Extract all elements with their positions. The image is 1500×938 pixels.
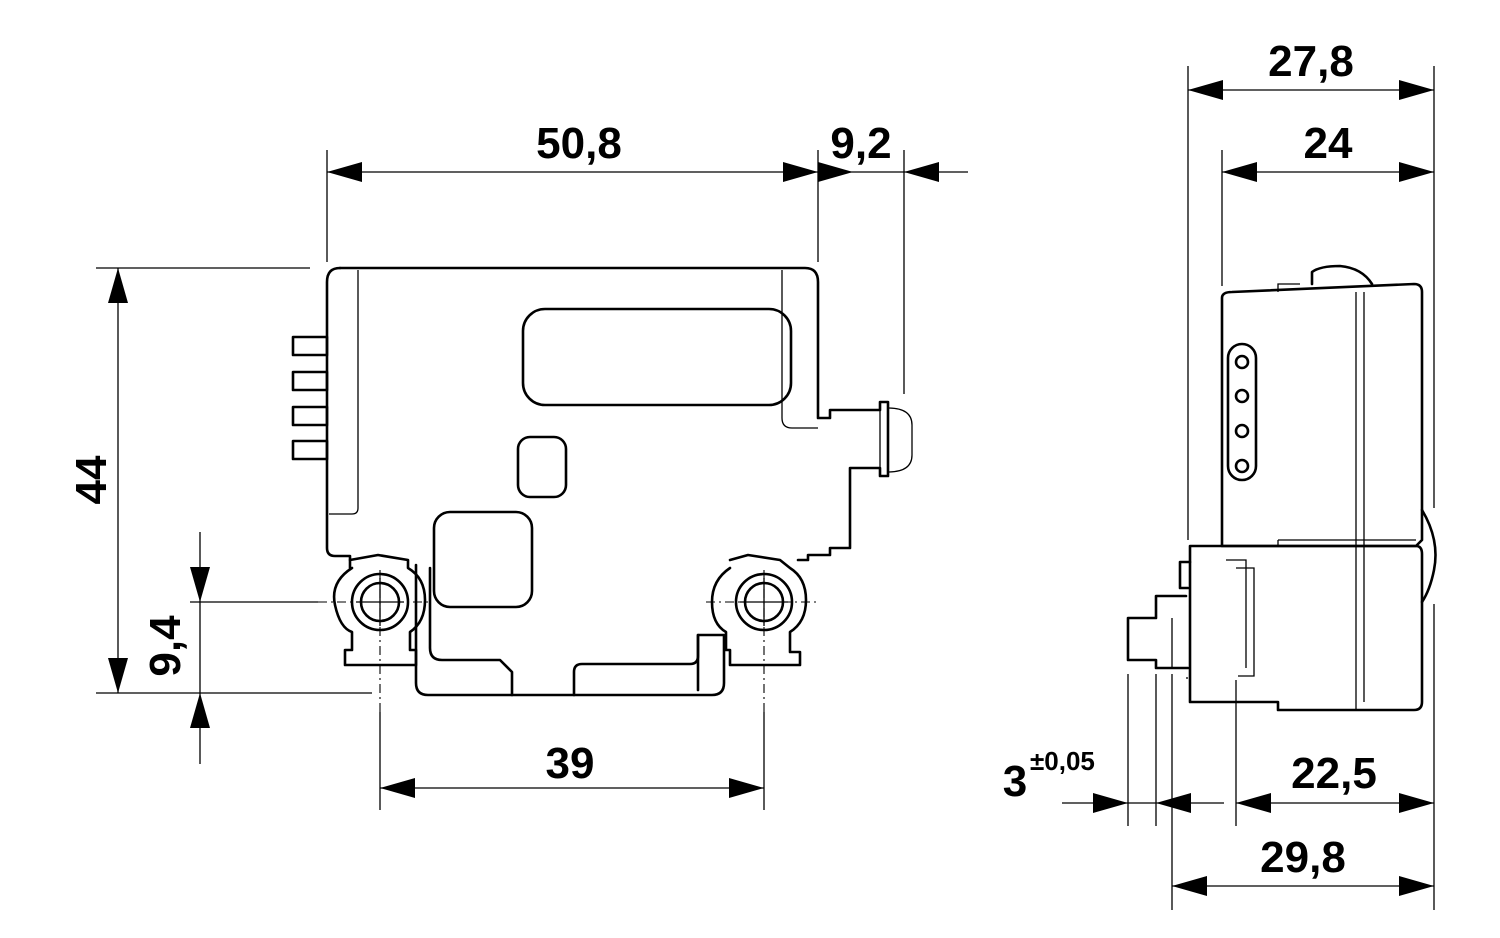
dim-side-overall-depth: 27,8 (1268, 37, 1354, 86)
dim-front-height: 44 (67, 455, 116, 504)
label-window (521, 307, 793, 407)
side-view (1126, 264, 1437, 712)
dim-side-body-depth: 24 (1304, 119, 1353, 168)
dim-flange-tolerance: ±0,05 (1030, 746, 1095, 776)
dim-front-width: 50,8 (536, 119, 622, 168)
dim-side-inner-depth: 22,5 (1291, 749, 1377, 798)
dim-flange-thickness: 3 (1003, 757, 1027, 806)
cable-entry (432, 510, 534, 609)
front-view (291, 266, 913, 712)
dim-connector-depth: 9,2 (830, 119, 891, 168)
pin-row-left (291, 335, 329, 461)
led-window (516, 435, 568, 499)
front-dimensions: 50,8 9,2 44 9,4 39 (67, 119, 968, 810)
side-dimensions: 27,8 24 3 ±0,05 22,5 29,8 (1003, 37, 1435, 910)
mount-ear-right (710, 553, 808, 667)
dim-mount-offset: 9,4 (141, 615, 190, 677)
dim-hole-spacing: 39 (546, 739, 595, 788)
dim-side-bottom-depth: 29,8 (1260, 833, 1346, 882)
led-strip (1226, 342, 1258, 482)
